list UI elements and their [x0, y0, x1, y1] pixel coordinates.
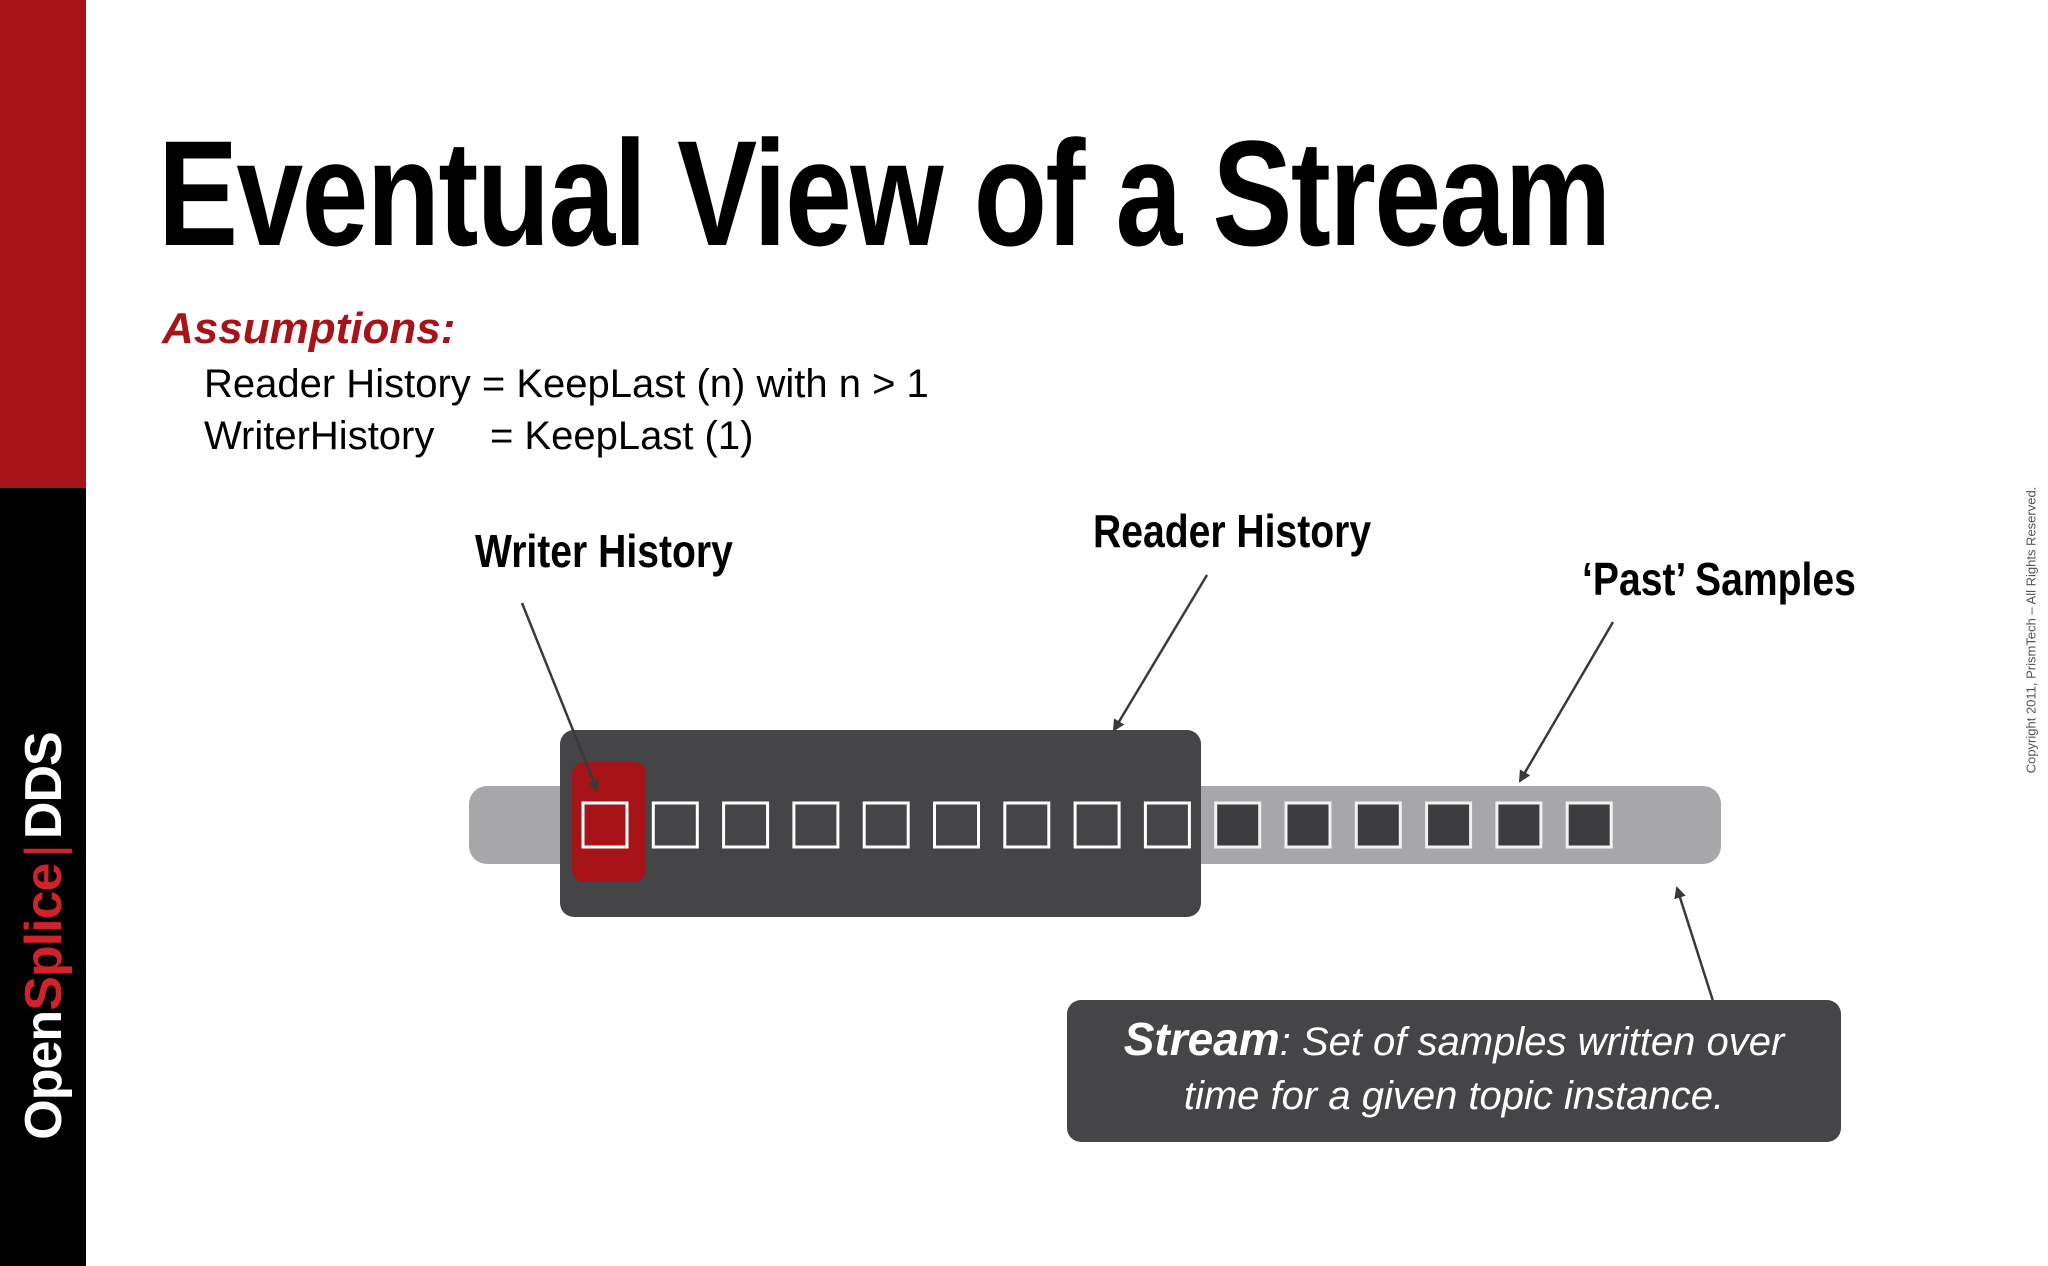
sample-square	[862, 801, 910, 849]
reader-history-label: Reader History	[1093, 505, 1372, 557]
sample-square	[1214, 801, 1262, 849]
sample-square	[581, 801, 629, 849]
sample-square	[722, 801, 770, 849]
sample-square	[1495, 801, 1543, 849]
assumption-writer-history: WriterHistory = KeepLast (1)	[204, 414, 754, 458]
sample-square	[1425, 801, 1473, 849]
sample-square	[1354, 801, 1402, 849]
callout-line-2: time for a given topic instance.	[1183, 1074, 1725, 1118]
past-samples-arrow	[1518, 621, 1615, 783]
sidebar-black-band	[0, 488, 86, 1266]
sample-square	[1284, 801, 1332, 849]
sample-square	[1003, 801, 1051, 849]
copyright-notice: Copyright 2011, PrismTech – All Rights R…	[2023, 486, 2039, 774]
assumptions-heading: Assumptions:	[162, 304, 456, 353]
callout-term: Stream	[1123, 1013, 1280, 1065]
slide-title: Eventual View of a Stream	[158, 109, 1611, 277]
sample-square	[933, 801, 980, 849]
writer-history-arrow	[520, 602, 599, 792]
sample-square	[651, 801, 699, 849]
sidebar-red-band	[0, 0, 86, 488]
callout-line-1: Stream: Set of samples written over	[1067, 1012, 1841, 1069]
reader-history-box	[560, 730, 1201, 917]
sample-square	[1143, 801, 1191, 849]
stream-callout-arrow	[1674, 886, 1715, 1002]
past-samples-label: ‘Past’ Samples	[1582, 553, 1856, 605]
sample-squares	[581, 801, 1613, 849]
callout-line-1-rest: : Set of samples written over	[1279, 1020, 1785, 1064]
reader-history-arrow	[1112, 574, 1209, 732]
writer-history-box	[572, 762, 646, 882]
assumption-reader-history: Reader History = KeepLast (n) with n > 1	[204, 362, 929, 406]
sample-square	[792, 801, 840, 849]
sample-square	[1073, 801, 1121, 849]
sample-square	[1565, 801, 1613, 849]
writer-history-label: Writer History	[475, 525, 733, 577]
stream-definition-callout: Stream: Set of samples written over time…	[1067, 1000, 1841, 1142]
